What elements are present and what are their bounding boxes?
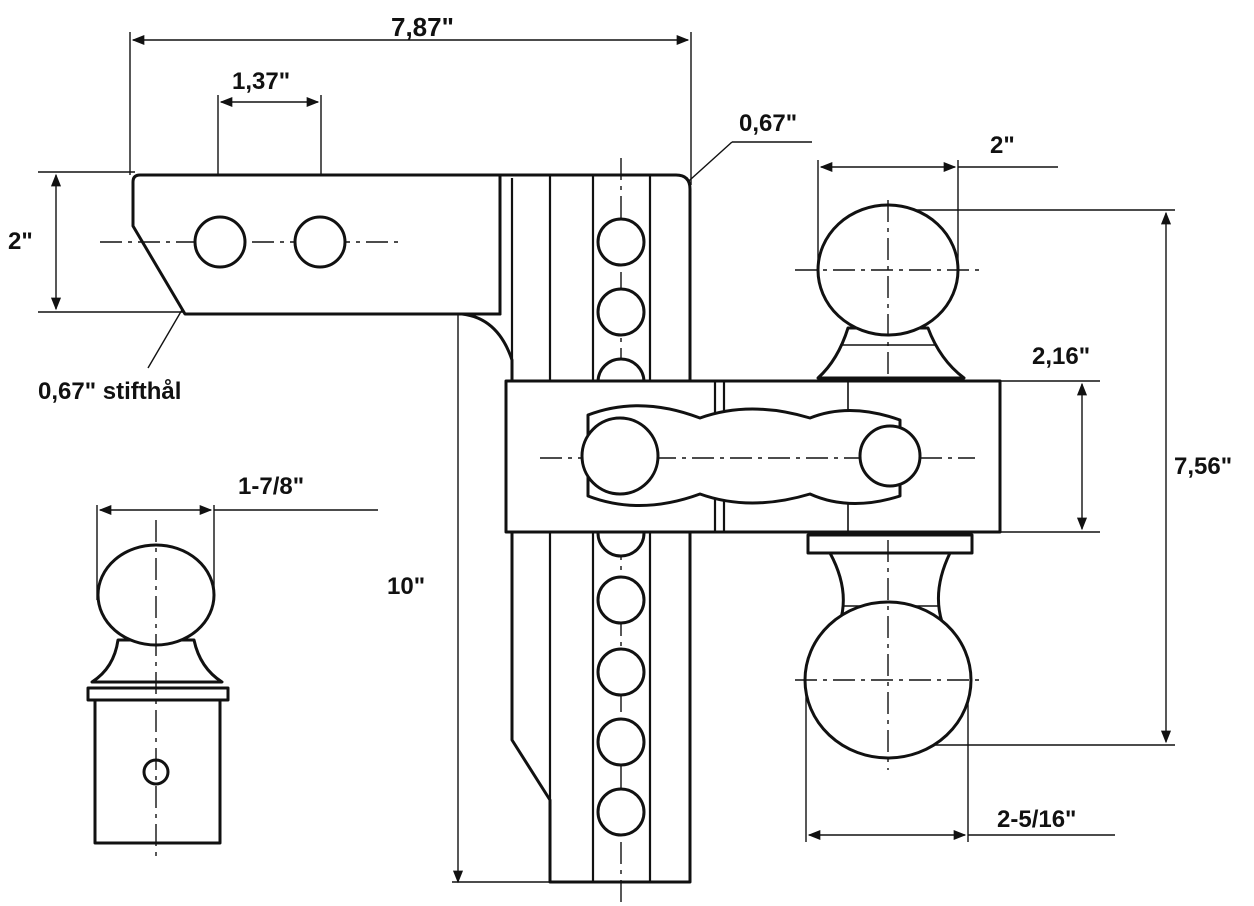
dimension-lines: [38, 32, 1175, 884]
bottom-ball-diameter-label: 2-5/16": [997, 806, 1077, 833]
ball-mount-head: [504, 379, 1002, 534]
overall-width-label: 7,87": [391, 12, 454, 42]
ball-span-label: 7,56": [1174, 453, 1233, 480]
pin-hole-label: 0,67" stifthål: [38, 378, 182, 405]
shank-height-label: 2": [8, 228, 33, 255]
shank-hole-1: [193, 215, 247, 269]
hole-spacing-label: 1,37": [232, 68, 291, 95]
shank-hole-2: [293, 215, 347, 269]
hole-diameter-label: 0,67": [739, 110, 798, 137]
extra-ball-label: 1-7/8": [238, 473, 305, 500]
extra-ball-1-7-8: [86, 520, 230, 858]
top-hitch-ball: [795, 200, 985, 390]
pin-hole-large: [580, 416, 660, 496]
pin-hole-small: [858, 424, 922, 488]
bottom-hitch-ball: [795, 533, 985, 770]
top-ball-diameter-label: 2": [990, 132, 1015, 159]
ball-head-height-label: 2,16": [1032, 343, 1091, 370]
shank: [100, 173, 502, 316]
overall-height-label: 10": [387, 573, 426, 600]
